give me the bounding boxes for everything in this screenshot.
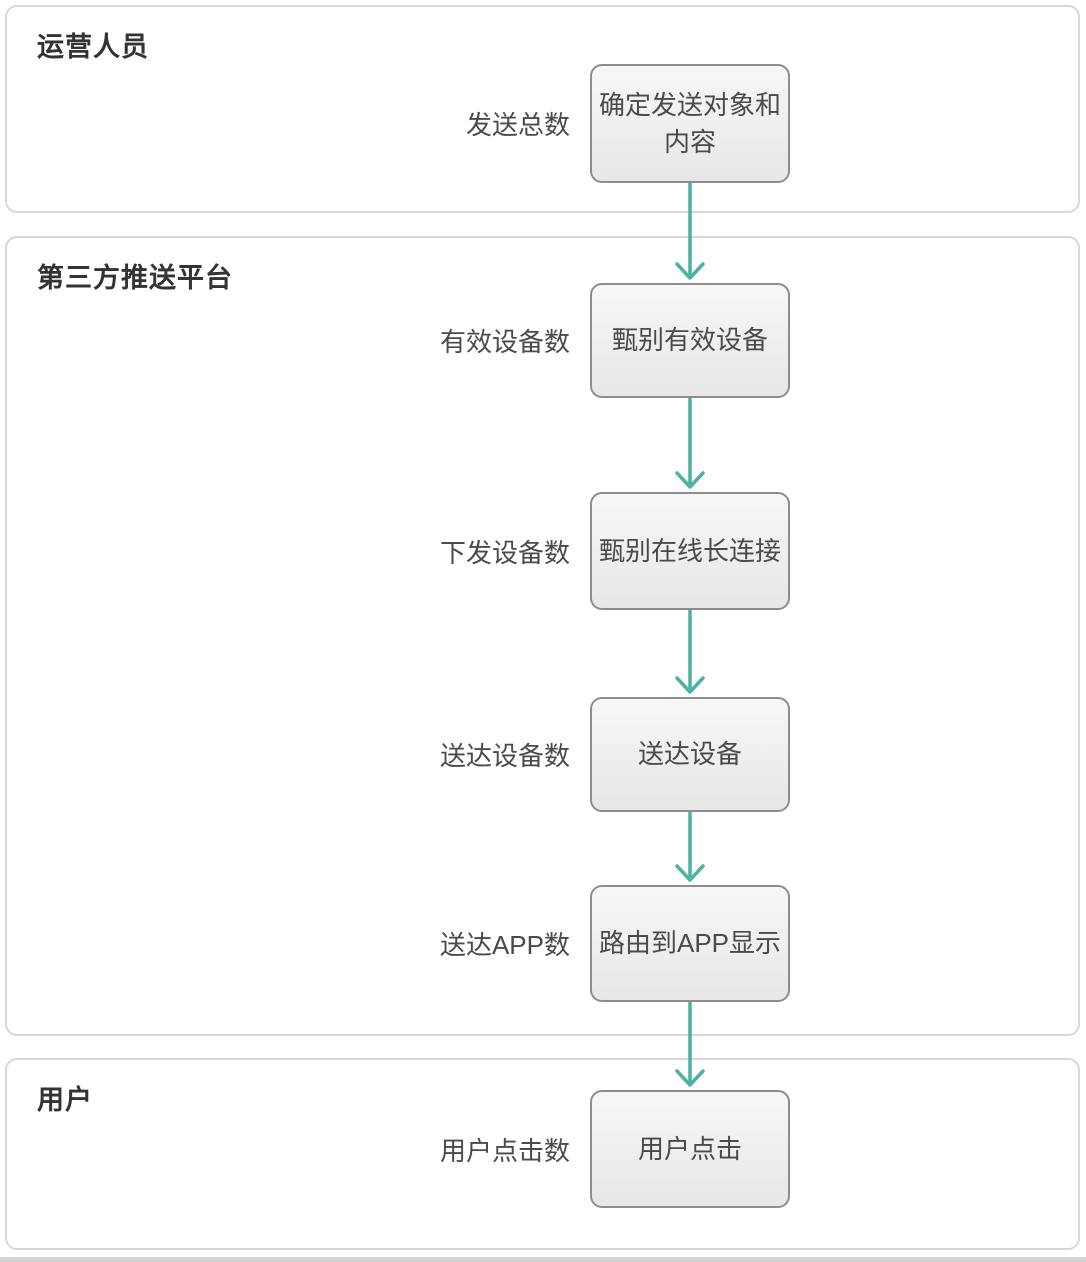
- flow-node: 甄别在线长连接: [590, 492, 790, 610]
- lane-user-title: 用户: [37, 1085, 93, 1115]
- metric-label: 用户点击数: [439, 1135, 570, 1166]
- lane-third-party-push-platform-title: 第三方推送平台: [37, 263, 233, 293]
- metric-label: 发送总数: [465, 110, 570, 140]
- flow-node: 确定发送对象和内容: [590, 64, 790, 183]
- flow-step-delivered-devices: 送达设备数 送达设备: [0, 697, 1086, 812]
- metric-label: 送达设备数: [439, 741, 570, 771]
- lane-third-party-push-platform: 第三方推送平台: [5, 236, 1080, 1036]
- lane-user: 用户: [5, 1058, 1080, 1250]
- flow-step-delivered-app: 送达APP数 路由到APP显示: [0, 885, 1086, 1002]
- flow-node: 路由到APP显示: [590, 885, 790, 1002]
- page-bottom-edge: [0, 1257, 1086, 1262]
- lane-operator: 运营人员: [5, 5, 1080, 213]
- metric-label: 下发设备数: [439, 537, 570, 568]
- flow-step-send-total: 发送总数 确定发送对象和内容: [0, 64, 1086, 183]
- flow-node: 送达设备: [590, 697, 790, 812]
- metric-label: 有效设备数: [439, 327, 570, 357]
- metric-label: 送达APP数: [439, 930, 570, 960]
- flow-node: 甄别有效设备: [590, 283, 790, 398]
- flow-step-valid-devices: 有效设备数 甄别有效设备: [0, 283, 1086, 398]
- lane-operator-title: 运营人员: [37, 32, 149, 62]
- flow-step-user-clicks: 用户点击数 用户点击: [0, 1090, 1086, 1208]
- flow-node: 用户点击: [590, 1090, 790, 1208]
- flow-step-dispatched-devices: 下发设备数 甄别在线长连接: [0, 492, 1086, 610]
